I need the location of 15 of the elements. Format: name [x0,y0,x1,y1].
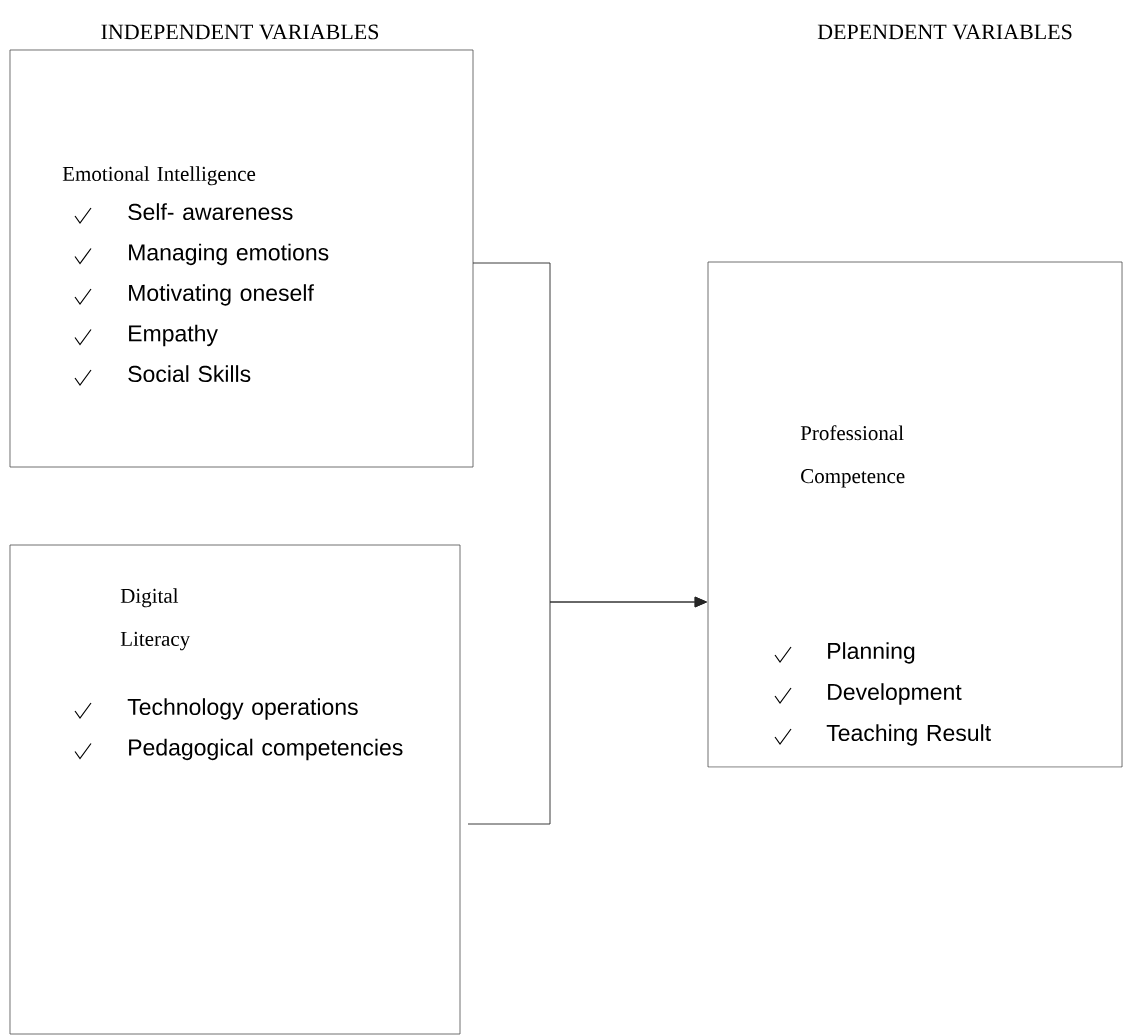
list-item: Teaching Result [826,724,991,746]
list-item: Technology operations [127,698,358,720]
list-item: Managing emotions [129,243,329,266]
column-heading: DEPENDENT VARIABLES [817,24,1072,40]
list-item: Social Skills [128,365,251,383]
list-item: Planning [828,642,915,664]
list-item: Pedagogical competencies [129,738,403,761]
box-heading: Professional Competence [800,425,905,488]
box-heading: Digital Literacy [120,588,191,651]
list-item: Motivating oneself [129,284,314,306]
list-item: Self- awareness [128,203,293,221]
box-heading: Emotional Intelligence [62,166,256,186]
list-item: Development [828,683,962,705]
arrow [467,596,707,825]
list-item: Empathy [129,324,218,347]
